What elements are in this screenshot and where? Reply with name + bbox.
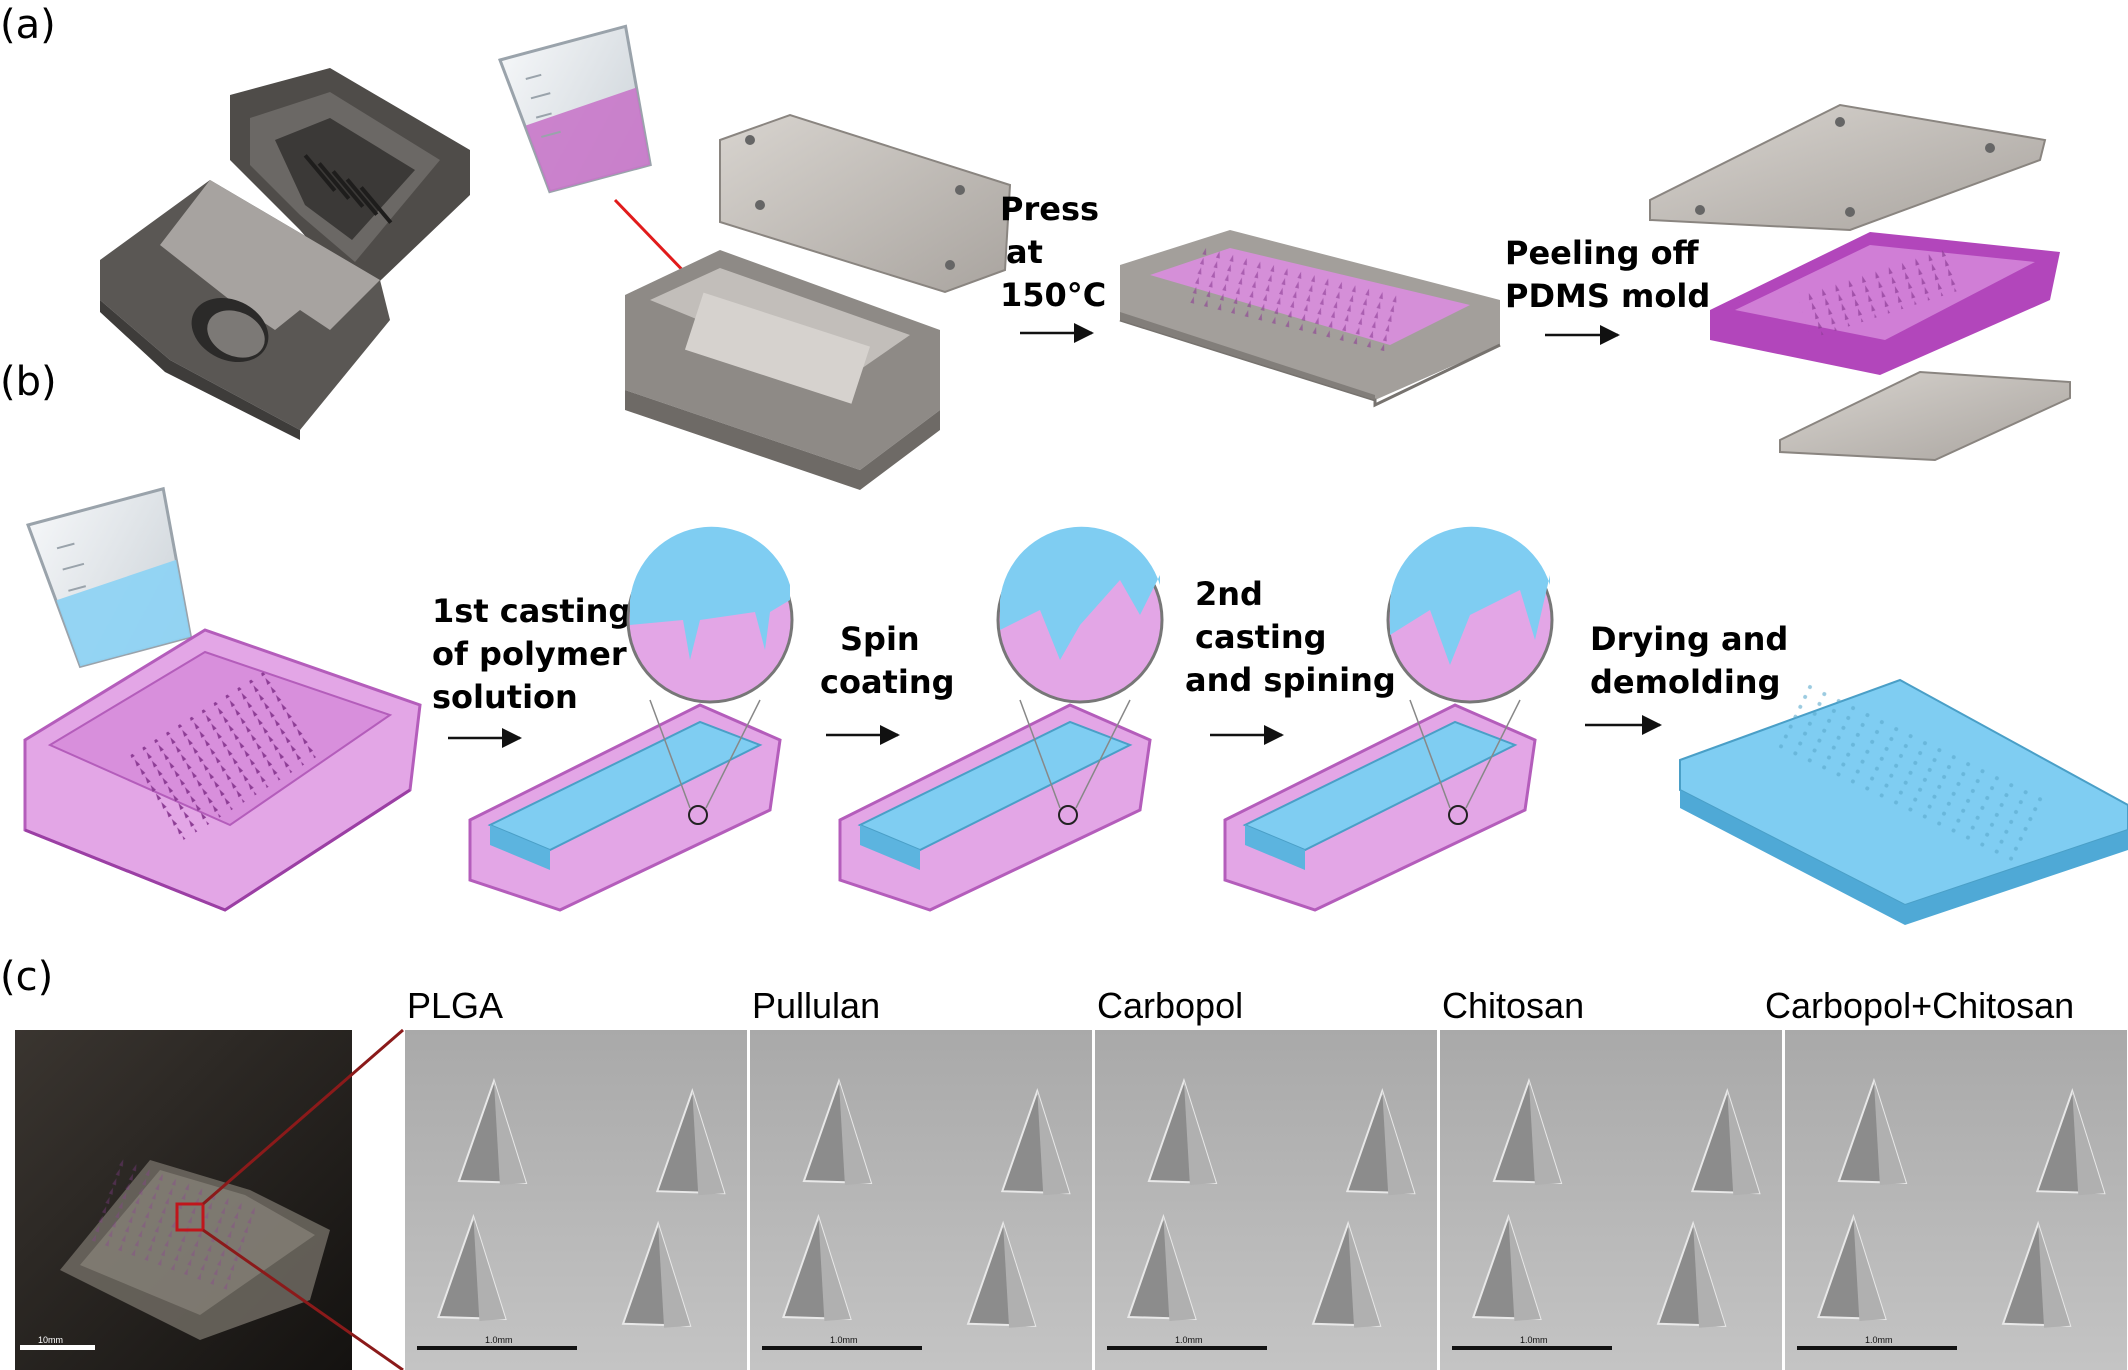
filled-mold-1 bbox=[468, 699, 782, 912]
step-press-line3: 150°C bbox=[1000, 276, 1106, 314]
panel-label-b: (b) bbox=[0, 359, 57, 405]
sem-scale-label: 1.0mm bbox=[1175, 1335, 1203, 1345]
step-peel-line1: Peeling off bbox=[1505, 234, 1700, 272]
sem-scale-bar bbox=[762, 1346, 922, 1350]
sem-panel-pullulan: 1.0mm bbox=[750, 1030, 1092, 1370]
sem-scale-bar bbox=[417, 1346, 577, 1350]
sem-label-pullulan: Pullulan bbox=[752, 985, 880, 1026]
zoom-bubble-2 bbox=[996, 526, 1164, 704]
sem-scale-label: 1.0mm bbox=[830, 1335, 858, 1345]
zoom-line-bottom bbox=[202, 1228, 404, 1370]
sem-scale-bar bbox=[1452, 1346, 1612, 1350]
sem-scale-label: 1.0mm bbox=[1520, 1335, 1548, 1345]
zoom-region-box bbox=[175, 1202, 205, 1232]
step-dry-line1: Drying and bbox=[1590, 620, 1788, 658]
step-dry: Drying and demolding bbox=[1585, 620, 1788, 735]
step-peel: Peeling off PDMS mold bbox=[1505, 234, 1710, 345]
step-second-cast-line2: casting bbox=[1195, 618, 1327, 656]
step-dry-line2: demolding bbox=[1590, 663, 1780, 701]
patch-photo: 10mm bbox=[15, 1030, 352, 1370]
beaker-pdms-icon bbox=[498, 24, 652, 194]
sem-images: PLGA 1.0mm Pullulan 1.0mm Carbopol 1.0mm Chito… bbox=[405, 985, 2127, 1370]
sem-scale-label: 1.0mm bbox=[1865, 1335, 1893, 1345]
step-press: Press at 150°C bbox=[1000, 190, 1106, 343]
step-spin-line1: Spin bbox=[840, 620, 920, 658]
beaker-polymer-icon bbox=[26, 486, 193, 669]
panel-label-c: (c) bbox=[0, 954, 53, 1000]
photo-scale-label: 10mm bbox=[38, 1335, 63, 1345]
step-first-cast: 1st casting of polymer solution bbox=[432, 592, 631, 748]
sem-panel-chitosan: 1.0mm bbox=[1440, 1030, 1782, 1370]
filled-mold-2 bbox=[838, 699, 1152, 912]
step-peel-line2: PDMS mold bbox=[1505, 277, 1710, 315]
peeled-pdms-mold bbox=[1649, 103, 2071, 462]
sem-scale-bar bbox=[1797, 1346, 1957, 1350]
filled-mold-3 bbox=[1223, 699, 1537, 912]
step-first-cast-line3: solution bbox=[432, 678, 578, 716]
sem-panel-plga: 1.0mm bbox=[405, 1030, 747, 1370]
step-press-line1: Press bbox=[1000, 190, 1099, 228]
step-first-cast-line1: 1st casting bbox=[432, 592, 631, 630]
sem-panel-carbopol-chitosan: 1.0mm bbox=[1785, 1030, 2127, 1370]
panel-label-a: (a) bbox=[0, 2, 56, 48]
zoom-line-top bbox=[202, 1028, 404, 1206]
sem-label-chitosan: Chitosan bbox=[1442, 985, 1584, 1026]
metal-mold-halves bbox=[100, 68, 470, 440]
zoom-bubble-3 bbox=[1386, 526, 1554, 704]
zoom-bubble-1 bbox=[626, 526, 794, 704]
photo-scale-bar bbox=[20, 1345, 95, 1350]
sem-label-carbopol: Carbopol bbox=[1097, 985, 1243, 1026]
pdms-mold-open bbox=[23, 628, 422, 912]
step-second-cast-line1: 2nd bbox=[1195, 575, 1263, 613]
step-first-cast-line2: of polymer bbox=[432, 635, 627, 673]
step-spin-line2: coating bbox=[820, 663, 955, 701]
step-second-cast-line3: and spining bbox=[1185, 661, 1396, 699]
sem-scale-bar bbox=[1107, 1346, 1267, 1350]
sem-panel-carbopol: 1.0mm bbox=[1095, 1030, 1437, 1370]
step-press-line2: at bbox=[1006, 233, 1043, 271]
open-mold-box bbox=[625, 113, 1012, 490]
microneedle-patch bbox=[1679, 678, 2128, 925]
sem-label-carbopol-chitosan: Carbopol+Chitosan bbox=[1765, 985, 2074, 1026]
step-second-cast: 2nd casting and spining bbox=[1185, 575, 1396, 745]
pressed-mold bbox=[1119, 230, 1501, 408]
sem-scale-label: 1.0mm bbox=[485, 1335, 513, 1345]
step-spin: Spin coating bbox=[820, 620, 955, 745]
sem-label-plga: PLGA bbox=[407, 985, 503, 1026]
